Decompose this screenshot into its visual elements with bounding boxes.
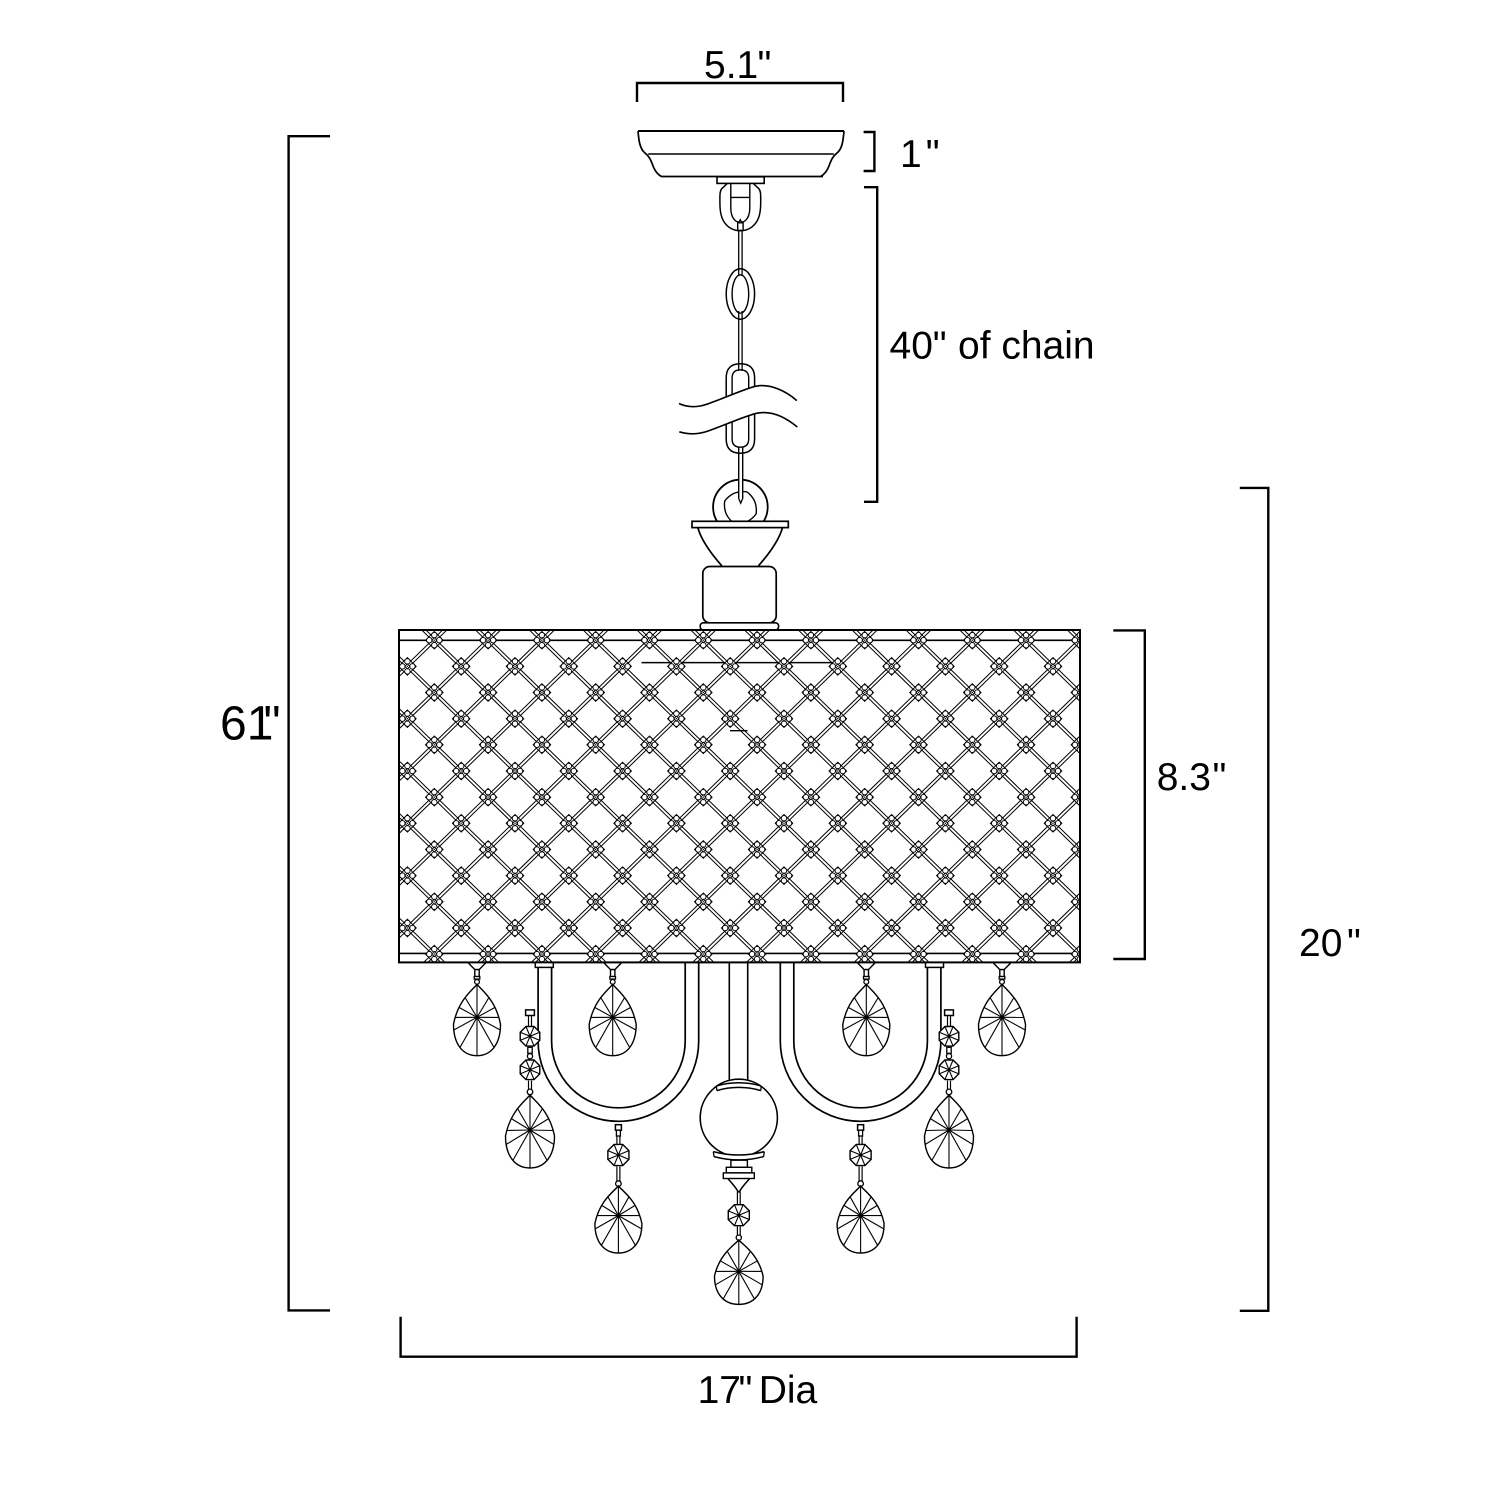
svg-text:61: 61 — [220, 698, 273, 751]
svg-text:Dia: Dia — [759, 1369, 818, 1412]
svg-text:": " — [758, 44, 772, 87]
svg-text:": " — [1213, 756, 1227, 799]
svg-text:8.3: 8.3 — [1157, 756, 1211, 799]
svg-text:": " — [926, 133, 940, 176]
svg-text:": " — [933, 325, 947, 368]
svg-text:5.1: 5.1 — [704, 44, 758, 87]
svg-text:": " — [1347, 922, 1361, 965]
svg-text:": " — [739, 1369, 753, 1412]
svg-text:1: 1 — [900, 133, 922, 176]
svg-text:of chain: of chain — [958, 325, 1095, 368]
svg-text:20: 20 — [1299, 922, 1342, 965]
svg-text:40: 40 — [890, 325, 933, 368]
svg-text:": " — [264, 698, 281, 751]
svg-text:17: 17 — [698, 1369, 741, 1412]
